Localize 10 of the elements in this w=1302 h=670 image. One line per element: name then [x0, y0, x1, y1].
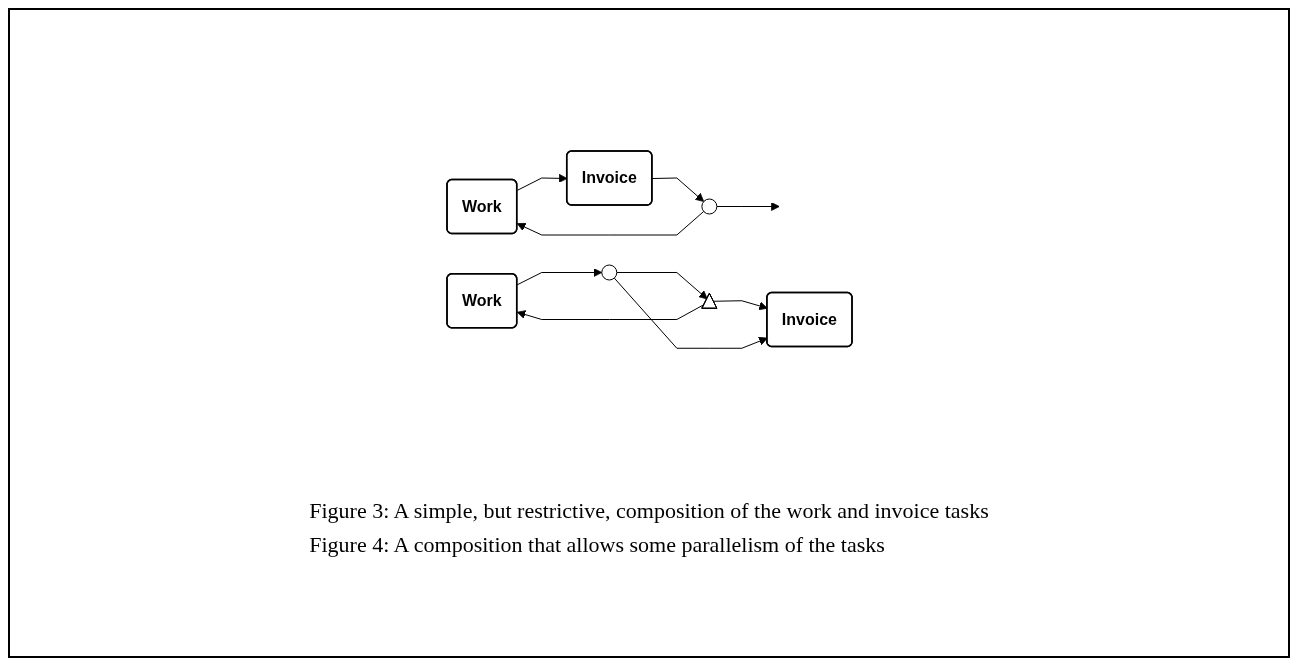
figure-caption: Figure 3: A simple, but restrictive, composition of the work and invoice tasks — [309, 498, 989, 524]
node-circle — [600, 264, 617, 281]
figure-caption: Figure 4: A composition that allows some parallelism of the tasks — [309, 532, 886, 558]
arrow — [516, 304, 705, 321]
node-circle — [700, 198, 717, 215]
arrow — [615, 272, 708, 300]
arrow — [516, 211, 704, 236]
arrow — [651, 177, 704, 203]
arrow — [715, 202, 780, 212]
arrow — [516, 268, 602, 286]
